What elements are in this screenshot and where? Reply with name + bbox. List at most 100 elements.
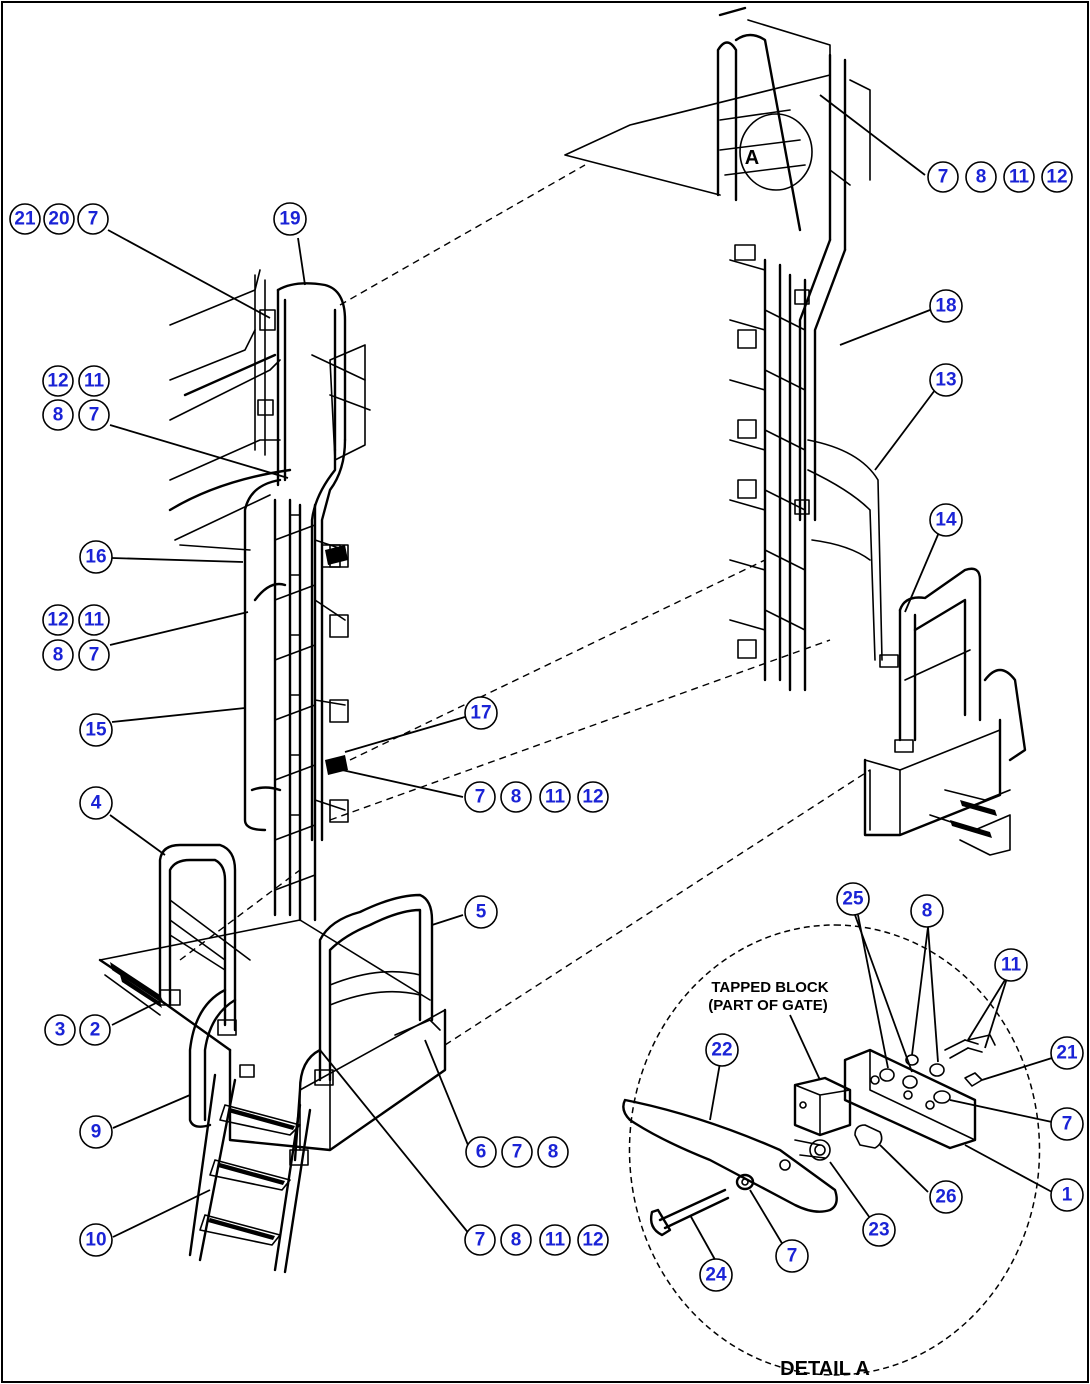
leader-lines bbox=[107, 94, 1053, 1266]
callout-24: 24 bbox=[699, 1258, 733, 1292]
detail-a-view-letter: A bbox=[745, 147, 759, 169]
callout-7: 7 bbox=[1050, 1107, 1084, 1141]
callout-3: 3 bbox=[44, 1014, 76, 1046]
svg-text:7: 7 bbox=[1062, 1114, 1073, 1135]
svg-text:7: 7 bbox=[475, 787, 486, 808]
callout-8: 8 bbox=[910, 894, 944, 928]
callout-10: 10 bbox=[79, 1223, 113, 1257]
svg-text:11: 11 bbox=[1001, 955, 1022, 976]
svg-text:8: 8 bbox=[53, 645, 64, 666]
svg-text:7: 7 bbox=[787, 1246, 798, 1267]
svg-text:8: 8 bbox=[511, 1230, 522, 1251]
callout-17: 17 bbox=[464, 696, 498, 730]
callout-8: 8 bbox=[537, 1136, 569, 1168]
callout-12: 12 bbox=[42, 604, 74, 636]
svg-text:21: 21 bbox=[14, 209, 36, 230]
callout-7: 7 bbox=[78, 399, 110, 431]
svg-text:13: 13 bbox=[935, 370, 956, 391]
callout-2: 2 bbox=[79, 1014, 111, 1046]
svg-text:11: 11 bbox=[545, 787, 566, 808]
svg-text:7: 7 bbox=[89, 405, 100, 426]
svg-text:8: 8 bbox=[922, 901, 933, 922]
callout-19: 19 bbox=[273, 202, 307, 236]
svg-text:8: 8 bbox=[976, 167, 987, 188]
callout-7: 7 bbox=[775, 1239, 809, 1273]
svg-text:11: 11 bbox=[545, 1230, 566, 1251]
callout-7: 7 bbox=[77, 203, 109, 235]
svg-text:3: 3 bbox=[55, 1020, 66, 1041]
svg-text:25: 25 bbox=[842, 889, 864, 910]
callout-20: 20 bbox=[43, 203, 75, 235]
svg-text:24: 24 bbox=[705, 1265, 727, 1286]
callout-7: 7 bbox=[501, 1136, 533, 1168]
callout-11: 11 bbox=[539, 1224, 571, 1256]
callout-8: 8 bbox=[42, 399, 74, 431]
svg-text:2: 2 bbox=[90, 1020, 101, 1041]
svg-text:12: 12 bbox=[47, 371, 68, 392]
callout-11: 11 bbox=[78, 365, 110, 397]
callout-7: 7 bbox=[927, 161, 959, 193]
svg-text:11: 11 bbox=[1009, 167, 1030, 188]
tapped-block-label-line2: (PART OF GATE) bbox=[708, 997, 827, 1014]
svg-text:8: 8 bbox=[511, 787, 522, 808]
callout-12: 12 bbox=[577, 781, 609, 813]
svg-text:11: 11 bbox=[84, 371, 105, 392]
svg-text:19: 19 bbox=[279, 209, 300, 230]
tapped-block-label-line1: TAPPED BLOCK bbox=[711, 979, 828, 996]
callout-11: 11 bbox=[1003, 161, 1035, 193]
callout-6: 6 bbox=[465, 1136, 497, 1168]
callout-balloons: 21 20 7 19 12 11 8 7 16 12 11 8 7 15 4 3… bbox=[9, 161, 1084, 1292]
left-ladder-assembly bbox=[243, 282, 349, 922]
callout-12: 12 bbox=[1041, 161, 1073, 193]
left-upper-deck bbox=[168, 269, 371, 551]
callout-8: 8 bbox=[500, 781, 532, 813]
svg-text:7: 7 bbox=[475, 1230, 486, 1251]
callout-11: 11 bbox=[78, 604, 110, 636]
svg-text:12: 12 bbox=[47, 610, 68, 631]
callout-26: 26 bbox=[929, 1180, 963, 1214]
svg-text:12: 12 bbox=[582, 1230, 603, 1251]
svg-text:6: 6 bbox=[476, 1142, 487, 1163]
svg-text:12: 12 bbox=[1046, 167, 1067, 188]
svg-text:17: 17 bbox=[470, 703, 491, 724]
svg-text:9: 9 bbox=[91, 1122, 102, 1143]
svg-text:8: 8 bbox=[53, 405, 64, 426]
svg-text:7: 7 bbox=[88, 209, 99, 230]
lower-left-platform bbox=[98, 843, 447, 1274]
svg-text:14: 14 bbox=[935, 510, 957, 531]
svg-text:16: 16 bbox=[85, 547, 106, 568]
callout-7: 7 bbox=[464, 1224, 496, 1256]
detail-a-title: DETAIL A bbox=[780, 1358, 870, 1380]
callout-21: 21 bbox=[1050, 1036, 1084, 1070]
callout-4: 4 bbox=[79, 786, 113, 820]
callout-9: 9 bbox=[79, 1115, 113, 1149]
callout-13: 13 bbox=[929, 363, 963, 397]
svg-text:23: 23 bbox=[868, 1220, 889, 1241]
callout-14: 14 bbox=[929, 503, 963, 537]
callout-8: 8 bbox=[42, 639, 74, 671]
svg-text:12: 12 bbox=[582, 787, 603, 808]
alignment-dashed-lines bbox=[179, 164, 871, 1046]
callout-22: 22 bbox=[705, 1033, 739, 1067]
callout-11: 11 bbox=[539, 781, 571, 813]
svg-text:7: 7 bbox=[89, 645, 100, 666]
detail-a-view: TAPPED BLOCK (PART OF GATE) DETAIL A bbox=[622, 924, 1041, 1380]
callout-18: 18 bbox=[929, 289, 963, 323]
callout-7: 7 bbox=[464, 781, 496, 813]
upper-platform-assembly: A bbox=[564, 6, 883, 692]
svg-text:10: 10 bbox=[85, 1230, 106, 1251]
callout-8: 8 bbox=[500, 1224, 532, 1256]
svg-text:4: 4 bbox=[91, 793, 102, 814]
svg-text:21: 21 bbox=[1056, 1043, 1078, 1064]
svg-text:1: 1 bbox=[1062, 1185, 1073, 1206]
svg-text:7: 7 bbox=[938, 167, 949, 188]
callout-8: 8 bbox=[965, 161, 997, 193]
svg-text:5: 5 bbox=[476, 902, 487, 923]
callout-23: 23 bbox=[862, 1213, 896, 1247]
svg-text:8: 8 bbox=[548, 1142, 559, 1163]
svg-text:22: 22 bbox=[711, 1040, 732, 1061]
callout-1: 1 bbox=[1050, 1178, 1084, 1212]
callout-15: 15 bbox=[79, 713, 113, 747]
